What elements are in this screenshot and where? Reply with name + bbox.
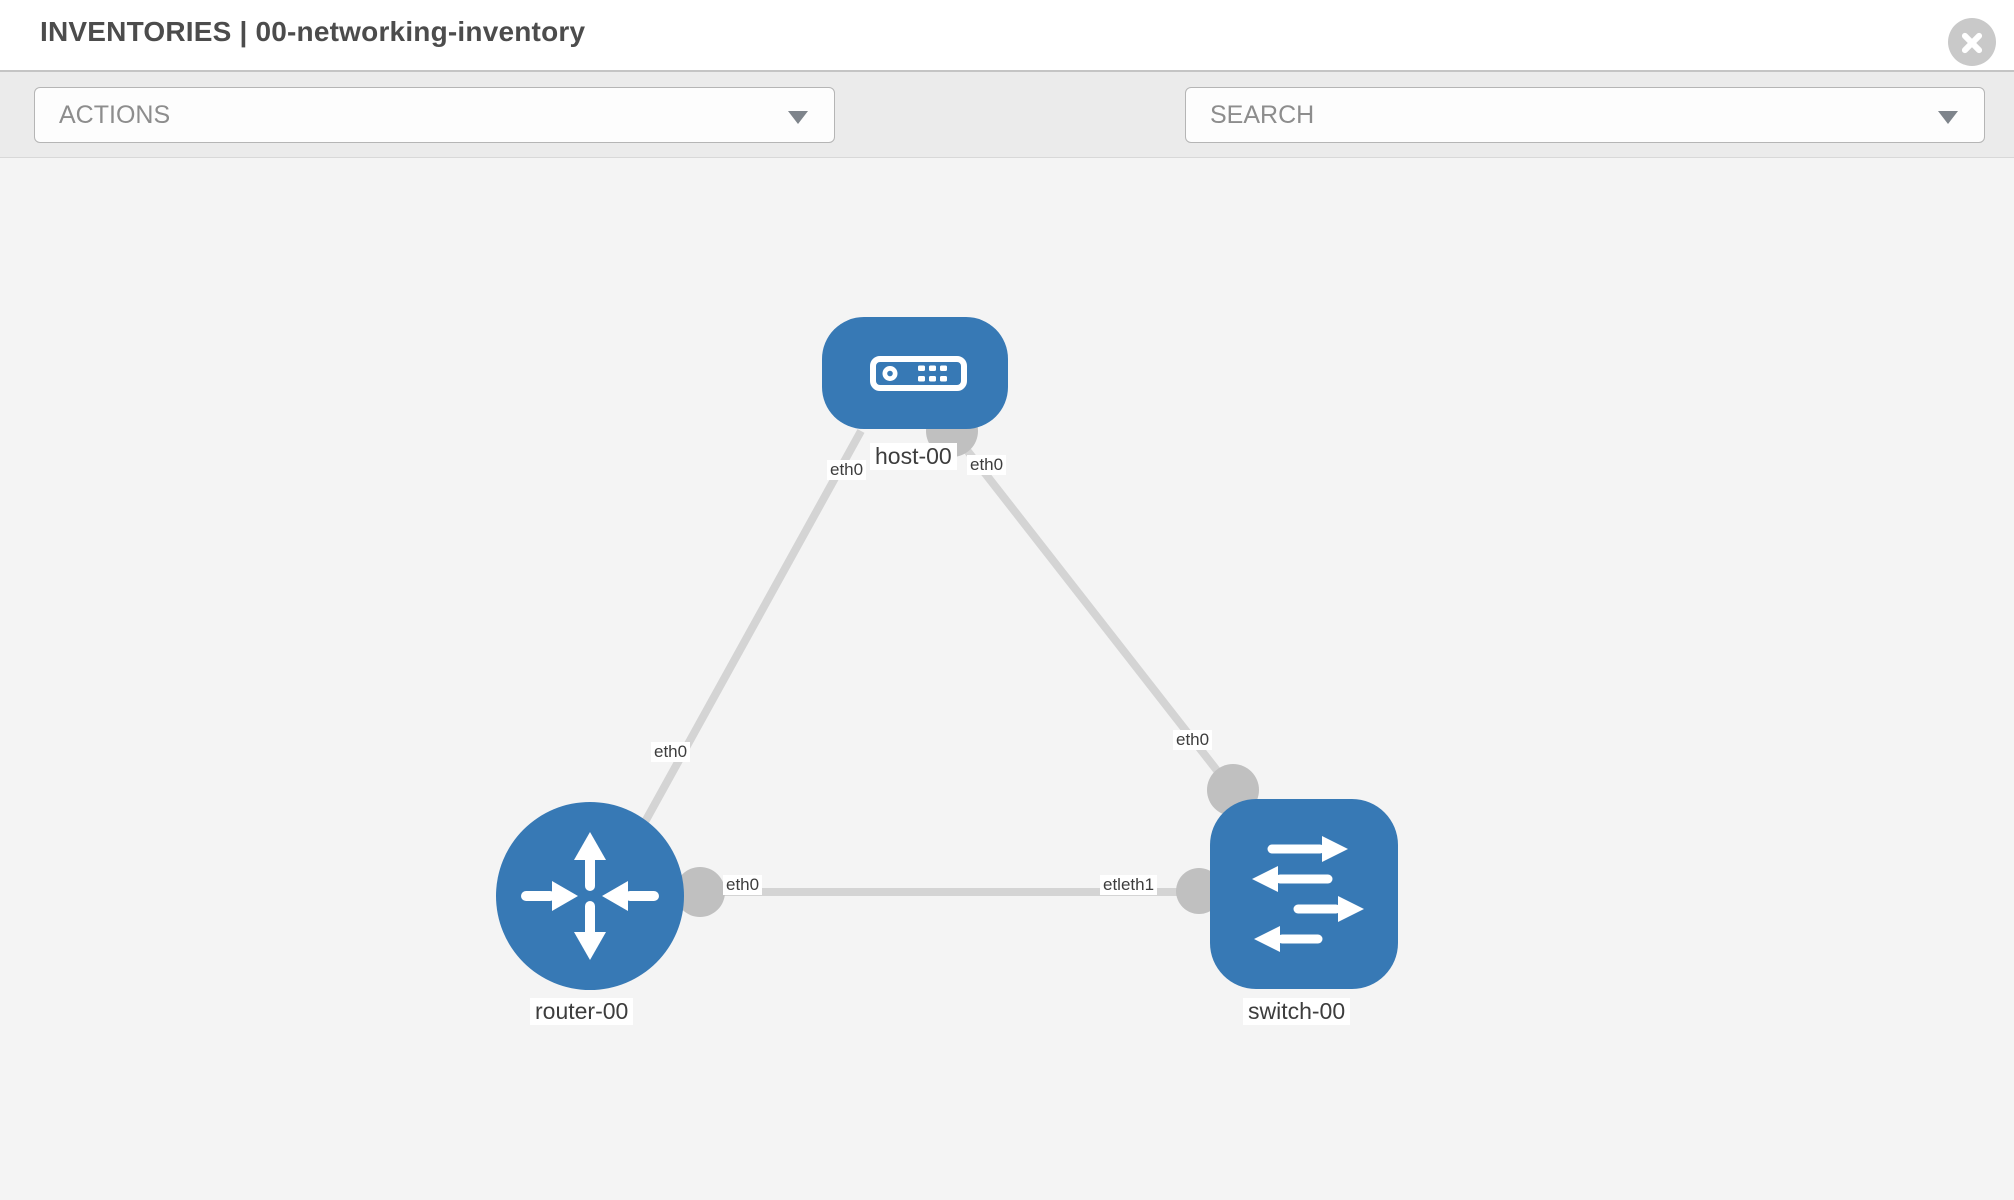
interface-label-host-to-router: eth0 — [827, 460, 867, 480]
interface-label-router-to-switch: eth0 — [723, 875, 763, 895]
chevron-down-icon — [1938, 111, 1958, 124]
actions-dropdown[interactable]: ACTIONS — [34, 87, 835, 143]
close-button[interactable] — [1948, 18, 1996, 66]
node-host-00[interactable] — [822, 317, 1008, 429]
interface-label-router-to-host: eth0 — [651, 742, 691, 762]
search-dropdown[interactable]: SEARCH — [1185, 87, 1985, 143]
node-switch-00[interactable] — [1210, 799, 1398, 989]
toolbar: ACTIONS SEARCH — [0, 70, 2014, 205]
port-router-right[interactable] — [675, 867, 725, 917]
chevron-down-icon — [788, 111, 808, 124]
node-label-router: router-00 — [530, 998, 634, 1025]
topology-graph — [496, 317, 1398, 990]
page-title: INVENTORIES | 00-networking-inventory — [40, 16, 586, 47]
search-placeholder: SEARCH — [1210, 101, 1315, 129]
host-icon — [870, 356, 967, 391]
node-router-00[interactable] — [496, 802, 684, 990]
actions-dropdown-label: ACTIONS — [59, 101, 171, 129]
interface-label-switch-to-host: eth0 — [1173, 730, 1213, 750]
interface-label-host-to-switch: eth0 — [967, 455, 1007, 475]
node-label-host: host-00 — [870, 443, 957, 470]
link-host-router[interactable] — [626, 429, 865, 851]
interface-label-switch-to-router: etleth1 — [1100, 875, 1158, 895]
switch-icon — [1252, 836, 1364, 952]
node-label-switch: switch-00 — [1243, 998, 1351, 1025]
router-icon — [521, 832, 659, 960]
topology-canvas[interactable]: host-00 router-00 switch-00 eth0 eth0 et… — [0, 159, 2014, 1200]
header: INVENTORIES | 00-networking-inventory — [0, 0, 2014, 70]
